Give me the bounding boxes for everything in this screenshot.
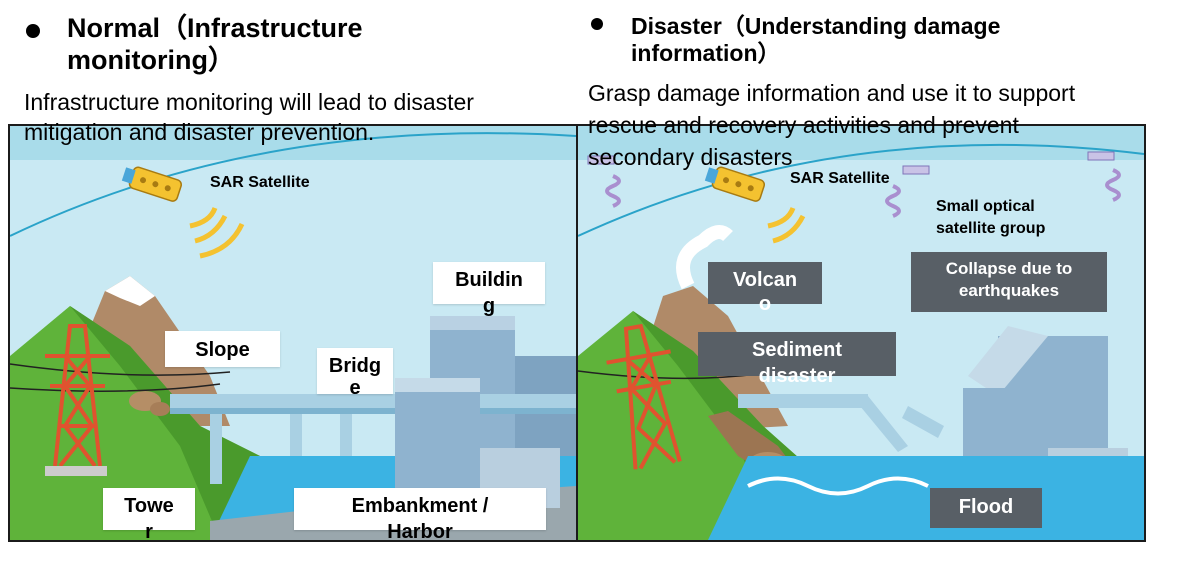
normal-scene-panel: SAR Satellite Slope Bridg e Buildin g To… bbox=[8, 124, 578, 542]
embankment-label-line1: Embankment / bbox=[351, 495, 489, 517]
optical-satellite-label: Small optical satellite group bbox=[936, 196, 1045, 240]
left-heading-line2: monitoring） bbox=[67, 44, 235, 75]
collapse-earthquake-label-line1: Collapse due to bbox=[945, 259, 1073, 278]
disaster-scene-panel: SAR Satellite Small optical satellite gr… bbox=[576, 124, 1146, 542]
left-sar-satellite-label: SAR Satellite bbox=[210, 174, 310, 191]
left-description: Infrastructure monitoring will lead to d… bbox=[24, 88, 474, 148]
slope-label: Slope bbox=[165, 331, 280, 367]
embankment-label: Embankment / Harbor bbox=[294, 488, 546, 540]
sediment-disaster-label-line2: disaster bbox=[758, 365, 836, 387]
right-description-line2: rescue and recovery activities and preve… bbox=[588, 112, 1019, 138]
bridge-label-line1: Bridg bbox=[328, 355, 382, 377]
right-sar-satellite-label: SAR Satellite bbox=[790, 170, 890, 187]
right-heading: Disaster（Understanding damage informatio… bbox=[631, 13, 1000, 67]
right-heading-line1: Disaster（Understanding damage bbox=[631, 13, 1001, 39]
left-heading-line1: Normal（Infrastructure bbox=[67, 13, 363, 43]
building-label-line2: g bbox=[482, 295, 496, 317]
volcano-label: Volcan o bbox=[708, 262, 822, 315]
left-heading: Normal（Infrastructure monitoring） bbox=[67, 13, 363, 77]
tower-label: Towe r bbox=[103, 488, 195, 540]
bridge-label-line2: e bbox=[349, 377, 361, 399]
left-description-line2: mitigation and disaster prevention. bbox=[24, 118, 375, 145]
sediment-disaster-label-line1: Sediment bbox=[751, 339, 843, 361]
collapse-earthquake-label: Collapse due to earthquakes bbox=[911, 252, 1107, 312]
tower-label-line1: Towe bbox=[124, 495, 174, 517]
right-heading-line2: information） bbox=[631, 40, 781, 67]
bullet-right bbox=[591, 18, 603, 30]
sediment-disaster-label: Sediment disaster bbox=[698, 332, 896, 387]
building-label: Buildin g bbox=[433, 262, 545, 317]
bullet-left bbox=[26, 24, 40, 38]
optical-satellite-label-line1: Small optical bbox=[936, 198, 1035, 215]
collapse-earthquake-label-line2: earthquakes bbox=[958, 281, 1060, 300]
right-description: Grasp damage information and use it to s… bbox=[588, 77, 1075, 173]
tower-label-line2: r bbox=[145, 521, 153, 542]
right-description-line3: secondary disasters bbox=[588, 144, 793, 170]
embankment-label-line2: Harbor bbox=[387, 521, 453, 542]
bridge-label: Bridg e bbox=[317, 348, 393, 399]
flood-label: Flood bbox=[930, 488, 1042, 528]
optical-satellite-label-line2: satellite group bbox=[936, 220, 1046, 237]
volcano-label-line1: Volcan bbox=[732, 269, 798, 291]
right-description-line1: Grasp damage information and use it to s… bbox=[588, 80, 1076, 106]
building-label-line1: Buildin bbox=[455, 269, 523, 291]
left-description-line1: Infrastructure monitoring will lead to d… bbox=[24, 89, 474, 115]
volcano-label-line2: o bbox=[758, 293, 772, 315]
